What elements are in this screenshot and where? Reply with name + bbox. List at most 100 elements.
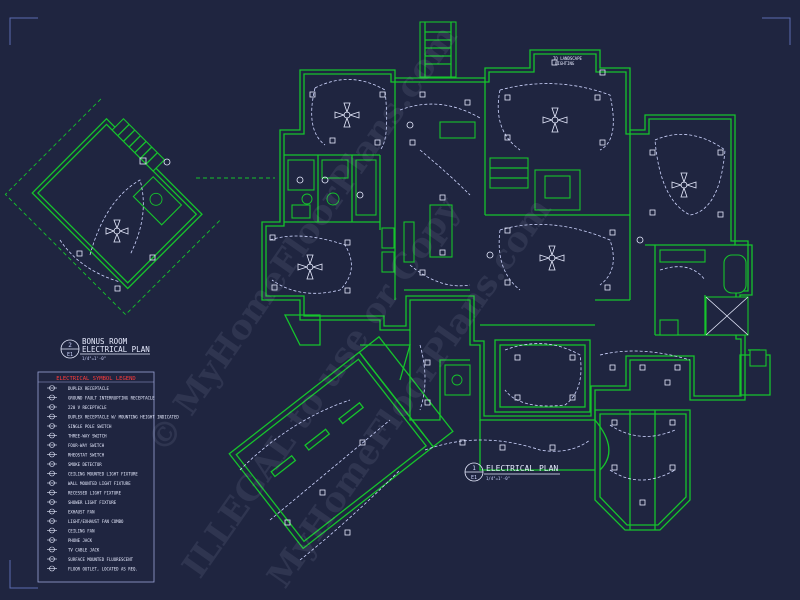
bonus-plan-sheet: E1 [67, 352, 73, 358]
exhaust-fan-icon [47, 508, 57, 515]
bonus-plan-title-1: BONUS ROOM [82, 337, 128, 346]
landscape-note-2: LIGHTING [555, 61, 575, 66]
legend-item-label: SURFACE MOUNTED FLUORESCENT [68, 557, 134, 562]
legend-item-label: SINGLE POLE SWITCH [68, 424, 112, 429]
legend-item-label: GROUND FAULT INTERRUPTING RECEPTACLE [68, 396, 155, 401]
recessed-light-icon [47, 489, 57, 496]
legend-item-label: CEILING FAN [68, 529, 95, 534]
legend-item-label: CEILING MOUNTED LIGHT FIXTURE [68, 472, 138, 477]
main-plan-title: ELECTRICAL PLAN [486, 464, 558, 473]
mud-room [283, 314, 321, 346]
legend-frame [37, 371, 155, 583]
wall-light-icon [47, 480, 57, 486]
light-fixtures [269, 59, 724, 536]
tv-cable-jack-icon [47, 546, 57, 553]
main-plan-sheet: E1 [471, 475, 477, 481]
legend-item-label: THREE-WAY SWITCH [68, 434, 107, 439]
legend-item: TV CABLE JACK [47, 546, 100, 553]
fireplace [489, 157, 581, 211]
main-floor-plan: TO LANDSCAPE LIGHTING [228, 21, 771, 561]
main-plan-number: 1 [472, 465, 476, 472]
legend-item-label: PHONE JACK [68, 538, 93, 543]
legend-item: PHONE JACK [47, 537, 93, 543]
master-bath [659, 249, 749, 336]
legend-item-label: RECESSED LIGHT FIXTURE [68, 491, 122, 496]
bonus-plan-title-block: 2 E1 BONUS ROOM ELECTRICAL PLAN 1/4"=1'-… [60, 337, 150, 361]
shower-light-icon [47, 499, 57, 505]
legend-item-label: SHOWER LIGHT FIXTURE [68, 500, 117, 505]
interior-walls [284, 78, 740, 336]
corner-marks [9, 17, 791, 589]
legend-item: THREE-WAY SWITCH [47, 432, 107, 439]
legend-item: CEILING MOUNTED LIGHT FIXTURE [47, 470, 138, 477]
exterior-wall-inner [265, 53, 749, 417]
great-room [479, 339, 610, 471]
bonus-stair [111, 117, 166, 172]
gfi-receptacle-icon [47, 394, 57, 401]
legend-item-label: TV CABLE JACK [68, 548, 100, 553]
legend-item-label: LIGHT/EXHAUST FAN COMBO [68, 519, 124, 524]
smoke-detector-icon [47, 461, 57, 467]
legend-item-label: DUPLEX RECEPTACLE [68, 386, 110, 391]
legend-item-label: 220 V RECEPTACLE [68, 405, 107, 410]
legend-title: ELECTRICAL SYMBOL LEGEND [56, 376, 135, 382]
legend-item-label: RHEOSTAT SWITCH [68, 453, 105, 458]
circuit-runs [239, 79, 726, 561]
legend-item: FOUR-WAY SWITCH [47, 442, 105, 448]
ceiling-fan-icon [297, 102, 697, 280]
fluorescent-icon [47, 556, 57, 562]
exterior-wall [261, 49, 753, 421]
220v-receptacle-icon [47, 404, 57, 410]
legend-item-label: FOUR-WAY SWITCH [68, 443, 105, 448]
legend-item: DUPLEX RECEPTACLE [47, 385, 110, 391]
legend-item: CEILING FAN [47, 527, 95, 534]
four-way-switch-icon [47, 442, 57, 448]
kitchen [403, 121, 476, 291]
legend-item-label: EXHAUST FAN [68, 510, 95, 515]
bathroom-fixtures [287, 159, 395, 273]
legend-item: SHOWER LIGHT FIXTURE [47, 499, 117, 505]
legend-item: GROUND FAULT INTERRUPTING RECEPTACLE [47, 394, 155, 401]
legend-item: WALL MOUNTED LIGHT FIXTURE [47, 480, 131, 486]
bonus-plan-number: 2 [68, 342, 72, 349]
main-plan-title-block: 1 E1 ELECTRICAL PLAN 1/4"=1'-0" [464, 462, 560, 482]
bonus-plan-title-2: ELECTRICAL PLAN [82, 345, 150, 354]
legend-rows: DUPLEX RECEPTACLE GROUND FAULT INTERRUPTI… [47, 385, 179, 572]
legend-item: 220 V RECEPTACLE [47, 404, 107, 410]
landscape-note-1: TO LANDSCAPE [553, 56, 582, 61]
legend-item: SURFACE MOUNTED FLUORESCENT [47, 556, 134, 562]
duplex-receptacle-icon [47, 385, 57, 391]
bonus-circuit-run [89, 179, 144, 256]
legend-item-label: FLOOR OUTLET, LOCATED AS REQ. [68, 567, 138, 572]
single-pole-switch-icon [47, 423, 57, 429]
ceiling-fan-icon [47, 527, 57, 534]
bonus-room-plan [4, 98, 275, 316]
duplex-receptacle-height-icon [47, 413, 57, 420]
legend-item: SMOKE DETECTOR [47, 461, 102, 467]
garage [228, 335, 454, 550]
legend-item-label: DUPLEX RECEPTACLE W/ MOUNTING HEIGHT IND… [68, 415, 179, 420]
floor-outlet-icon [47, 565, 57, 572]
garage-link-wall [360, 344, 411, 381]
legend-item: EXHAUST FAN [47, 508, 95, 515]
main-plan-scale: 1/4"=1'-0" [486, 476, 510, 481]
legend-item-label: WALL MOUNTED LIGHT FIXTURE [68, 481, 131, 486]
ceiling-light-icon [47, 470, 57, 477]
rheostat-switch-icon [47, 451, 57, 458]
legend-item: DUPLEX RECEPTACLE W/ MOUNTING HEIGHT IND… [47, 413, 179, 420]
legend-item: RECESSED LIGHT FIXTURE [47, 489, 122, 496]
legend-item: FLOOR OUTLET, LOCATED AS REQ. [47, 565, 138, 572]
legend-item-label: SMOKE DETECTOR [68, 462, 102, 467]
phone-jack-icon [47, 537, 57, 543]
legend-item: SINGLE POLE SWITCH [47, 423, 112, 429]
legend-item: RHEOSTAT SWITCH [47, 451, 105, 458]
light-exhaust-fan-icon [47, 518, 57, 524]
three-way-switch-icon [47, 432, 57, 439]
porch [594, 349, 771, 531]
rear-steps [419, 21, 457, 78]
bonus-plan-scale: 1/4"=1'-0" [82, 356, 106, 361]
kitchen-island [429, 204, 453, 258]
center-hall [409, 330, 471, 421]
